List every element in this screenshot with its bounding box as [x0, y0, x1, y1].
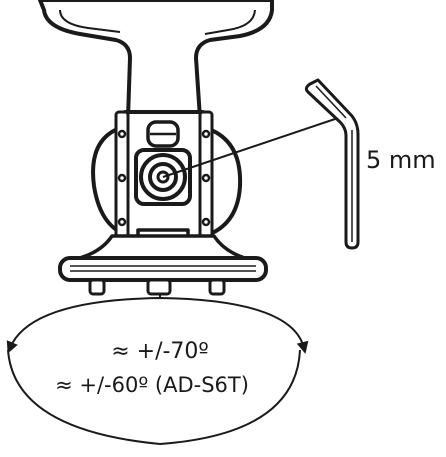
plate-foot-right: [208, 278, 226, 296]
leader-line: [162, 117, 339, 178]
joint-bolts: [117, 129, 211, 227]
bracket-top-arm: [38, 0, 274, 120]
wall-mount-bracket: [38, 0, 274, 296]
rotation-label-primary: ≈ +/-70º: [111, 339, 209, 364]
plate-foot-center: [146, 278, 172, 296]
rotation-arc-lower: [7, 349, 301, 446]
plate-foot-left: [88, 278, 106, 296]
hex-key-icon: [304, 78, 360, 250]
bracket-arm-inner-line: [59, 9, 121, 33]
rotation-label-secondary: ≈ +/-60º (AD-S6T): [55, 373, 249, 397]
speaker-plate: [58, 256, 268, 282]
bracket-arm-inner-line-right: [204, 9, 256, 35]
wrench-size-label: 5 mm: [366, 146, 436, 174]
